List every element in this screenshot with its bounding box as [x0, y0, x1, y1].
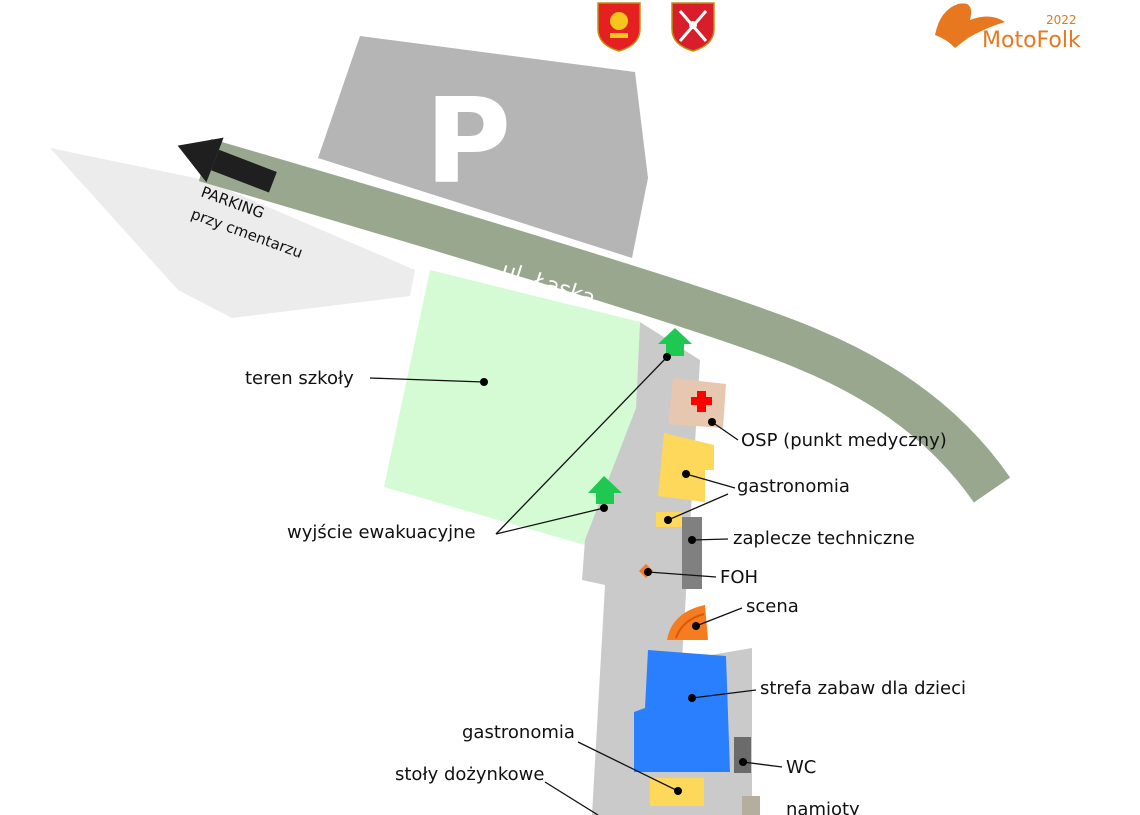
parking-letter: P	[425, 72, 511, 210]
tents-area	[742, 796, 760, 815]
side-parking-area	[50, 148, 415, 318]
label-exit: wyjście ewakuacyjne	[287, 522, 476, 543]
label-food-top: gastronomia	[737, 476, 850, 497]
exit-arrow-icon	[588, 476, 622, 504]
label-foh: FOH	[720, 567, 758, 588]
medical-cross-icon	[691, 391, 712, 412]
label-stage: scena	[746, 596, 799, 617]
coat-of-arms-2	[671, 2, 715, 52]
label-food-bottom: gastronomia	[462, 722, 575, 743]
stage-inner	[675, 613, 705, 639]
motofolk-logo: 2022 MotoFolk	[935, 3, 1081, 53]
tech-area	[682, 517, 702, 589]
logo-name: MotoFolk	[982, 28, 1081, 53]
label-medical: OSP (punkt medyczny)	[741, 430, 947, 451]
kids-zone	[634, 650, 730, 772]
road-laska	[198, 138, 1011, 503]
main-parking-area	[318, 36, 648, 258]
label-school: teren szkoły	[245, 368, 354, 389]
label-wc: WC	[786, 757, 816, 778]
coat-of-arms-1	[597, 2, 641, 52]
school-area	[384, 270, 640, 545]
label-tents: namioty	[786, 799, 860, 815]
label-tables: stoły dożynkowe	[395, 764, 544, 785]
food-area-top	[658, 433, 714, 502]
arrow-left-icon	[177, 137, 277, 193]
exit-arrow-icon	[658, 328, 692, 356]
label-tech: zaplecze techniczne	[733, 528, 915, 549]
wc-area	[734, 737, 751, 773]
label-kids: strefa zabaw dla dzieci	[760, 678, 966, 699]
logo-year: 2022	[1046, 13, 1077, 27]
